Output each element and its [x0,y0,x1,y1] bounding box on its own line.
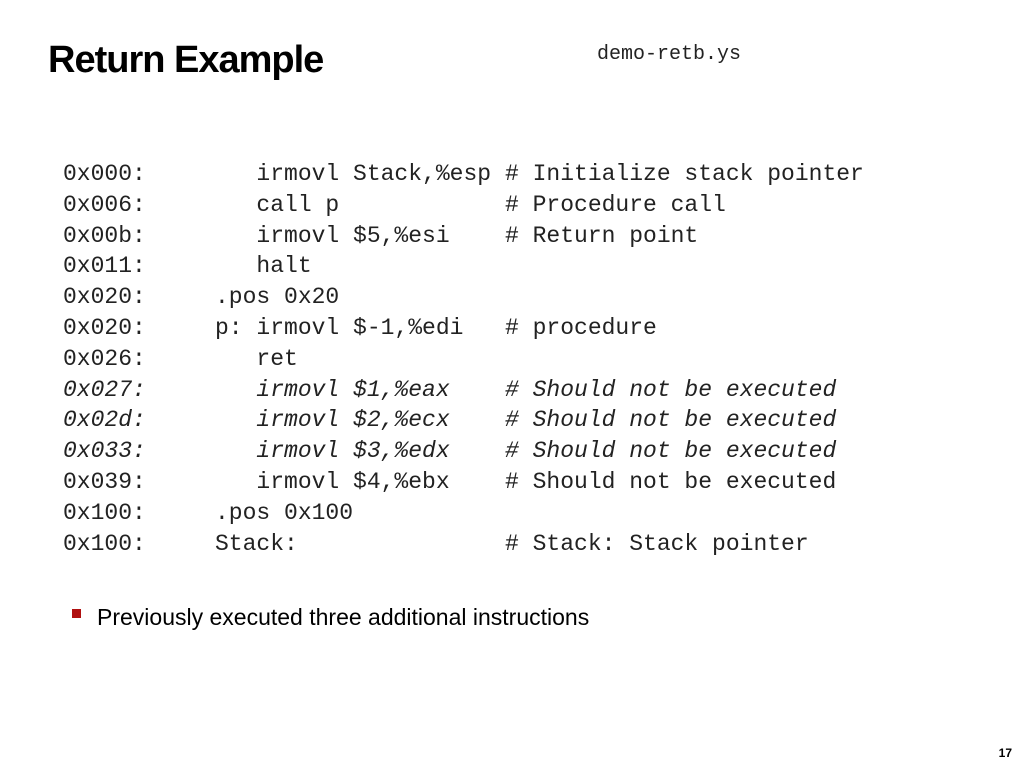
code-instruction: irmovl $1,%eax [215,376,450,403]
code-line: 0x011: halt [63,251,864,282]
code-instruction: irmovl $5,%esi [215,222,450,249]
code-instruction: call p [215,191,340,218]
code-comment: # Initialize stack pointer [505,161,864,187]
code-comment: # Procedure call [505,191,726,218]
code-address: 0x020: [63,284,146,311]
code-address: 0x027: [63,376,146,403]
code-instruction: Stack: [215,530,298,557]
code-line: 0x027: irmovl $1,%eax # Should not be exe… [63,375,864,406]
code-instruction: irmovl Stack,%esp [215,161,492,187]
code-address: 0x020: [63,314,146,341]
code-address: 0x039: [63,468,146,495]
code-line: 0x000: irmovl Stack,%esp # Initialize sta… [63,159,864,190]
code-line: 0x006: call p # Procedure call [63,190,864,221]
code-address: 0x006: [63,191,146,218]
code-address: 0x011: [63,253,146,280]
code-instruction: ret [215,345,298,372]
code-instruction: irmovl $2,%ecx [215,407,450,434]
code-comment: # Should not be executed [505,407,837,434]
code-address: 0x00b: [63,222,146,249]
file-name: demo-retb.ys [597,43,742,66]
slide-title: Return Example [48,39,324,81]
code-line: 0x033: irmovl $3,%edx # Should not be exe… [63,436,864,467]
code-comment: # Should not be executed [505,376,837,403]
code-comment: # Stack: Stack pointer [505,530,809,557]
code-line: 0x020: .pos 0x20 [63,282,864,313]
code-instruction: .pos 0x100 [215,499,354,526]
bullet-item: Previously executed three additional ins… [72,604,589,631]
page-number: 17 [998,746,1012,760]
code-address: 0x100: [63,499,146,526]
code-comment: # Should not be executed [505,468,837,495]
code-line: 0x039: irmovl $4,%ebx # Should not be exe… [63,467,864,498]
code-line: 0x02d: irmovl $2,%ecx # Should not be exe… [63,405,864,436]
code-address: 0x033: [63,438,146,465]
code-comment: # procedure [505,314,657,341]
bullet-square-icon [72,609,81,618]
code-instruction: p: irmovl $-1,%edi [215,314,464,341]
code-comment: # Should not be executed [505,438,837,465]
code-line: 0x020: p: irmovl $-1,%edi # procedure [63,313,864,344]
code-address: 0x000: [63,161,146,187]
code-line: 0x00b: irmovl $5,%esi # Return point [63,221,864,252]
code-address: 0x02d: [63,407,146,434]
code-address: 0x100: [63,530,146,557]
code-line: 0x100: .pos 0x100 [63,498,864,529]
code-address: 0x026: [63,345,146,372]
code-instruction: halt [215,253,312,280]
bullet-text: Previously executed three additional ins… [97,604,590,630]
code-line: 0x026: ret [63,344,864,375]
code-instruction: .pos 0x20 [215,284,340,311]
code-listing: 0x000: irmovl Stack,%esp # Initialize sta… [63,159,864,559]
code-instruction: irmovl $4,%ebx [215,468,450,495]
code-line: 0x100: Stack: # Stack: Stack pointer [63,529,864,560]
code-comment: # Return point [505,222,699,249]
code-instruction: irmovl $3,%edx [215,438,450,465]
